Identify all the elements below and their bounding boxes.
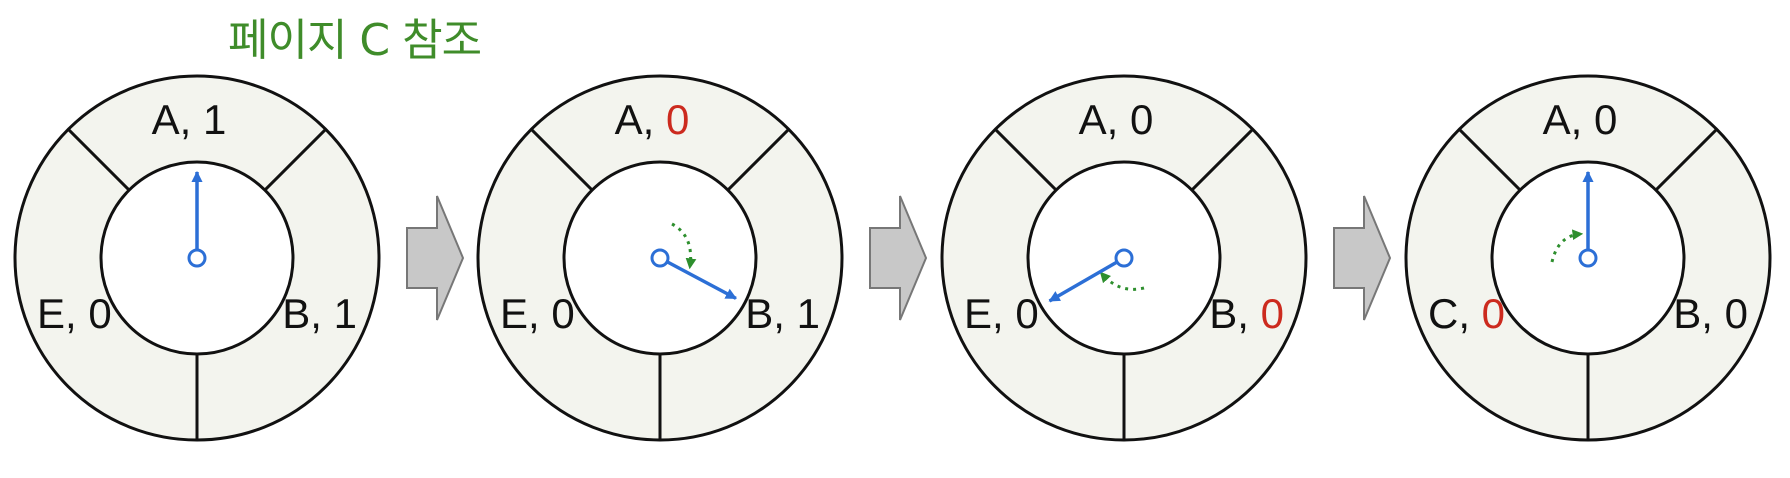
slot-reference-bit: 0 xyxy=(1261,290,1284,337)
slot-label-right: B, 0 xyxy=(1673,290,1748,337)
slot-label-top: A, 0 xyxy=(1079,96,1154,143)
slot-reference-bit: 0 xyxy=(666,96,689,143)
slot-page-name: A, xyxy=(1543,96,1594,143)
slot-divider xyxy=(1190,128,1254,192)
clock-hand xyxy=(1048,256,1125,303)
slot-page-name: A, xyxy=(152,96,203,143)
slot-divider xyxy=(67,128,131,192)
clock-hand-pivot xyxy=(187,248,207,268)
slot-divider xyxy=(530,128,594,192)
slot-divider xyxy=(263,128,327,192)
slot-reference-bit: 0 xyxy=(1482,290,1505,337)
slot-label-top: A, 1 xyxy=(152,96,227,143)
clock-hand xyxy=(659,256,737,300)
slot-page-name: B, xyxy=(1209,290,1260,337)
slot-page-name: A, xyxy=(615,96,666,143)
clock-step-2: A, 0B, 1E, 0 xyxy=(476,74,844,442)
clock-hand-pivot xyxy=(1578,248,1598,268)
slot-label-left: E, 0 xyxy=(37,290,112,337)
step-transition-arrow xyxy=(1333,195,1392,321)
slot-page-name: E, xyxy=(500,290,551,337)
clock-hand-pivot xyxy=(650,248,670,268)
diagram-title: 페이지 C 참조 xyxy=(228,15,482,66)
slot-reference-bit: 1 xyxy=(203,96,226,143)
slot-reference-bit: 1 xyxy=(797,290,820,337)
clock-hand-pivot xyxy=(1114,248,1134,268)
rotation-indicator xyxy=(1099,271,1145,291)
slot-label-right: B, 0 xyxy=(1209,290,1284,337)
slot-label-left: E, 0 xyxy=(964,290,1039,337)
slot-label-top: A, 0 xyxy=(615,96,690,143)
slot-divider xyxy=(1458,128,1522,192)
slot-page-name: A, xyxy=(1079,96,1130,143)
slot-reference-bit: 0 xyxy=(1594,96,1617,143)
slot-reference-bit: 0 xyxy=(551,290,574,337)
slot-reference-bit: 0 xyxy=(88,290,111,337)
slot-label-right: B, 1 xyxy=(745,290,820,337)
slot-page-name: B, xyxy=(282,290,333,337)
slot-reference-bit: 0 xyxy=(1725,290,1748,337)
slot-page-name: B, xyxy=(1673,290,1724,337)
slot-divider xyxy=(1654,128,1718,192)
slot-page-name: E, xyxy=(37,290,88,337)
slot-label-right: B, 1 xyxy=(282,290,357,337)
slot-reference-bit: 0 xyxy=(1130,96,1153,143)
clock-step-4: A, 0B, 0C, 0 xyxy=(1404,74,1772,442)
slot-page-name: B, xyxy=(745,290,796,337)
clock-step-3: A, 0B, 0E, 0 xyxy=(940,74,1308,442)
slot-page-name: C, xyxy=(1428,290,1482,337)
slot-label-top: A, 0 xyxy=(1543,96,1618,143)
clock-step-1: A, 1B, 1E, 0 xyxy=(13,74,381,442)
slot-reference-bit: 1 xyxy=(334,290,357,337)
step-transition-arrow xyxy=(406,195,465,321)
slot-divider xyxy=(994,128,1058,192)
slot-label-left: C, 0 xyxy=(1428,290,1505,337)
step-transition-arrow xyxy=(869,195,928,321)
slot-divider xyxy=(726,128,790,192)
slot-page-name: E, xyxy=(964,290,1015,337)
slot-label-left: E, 0 xyxy=(500,290,575,337)
slot-reference-bit: 0 xyxy=(1015,290,1038,337)
